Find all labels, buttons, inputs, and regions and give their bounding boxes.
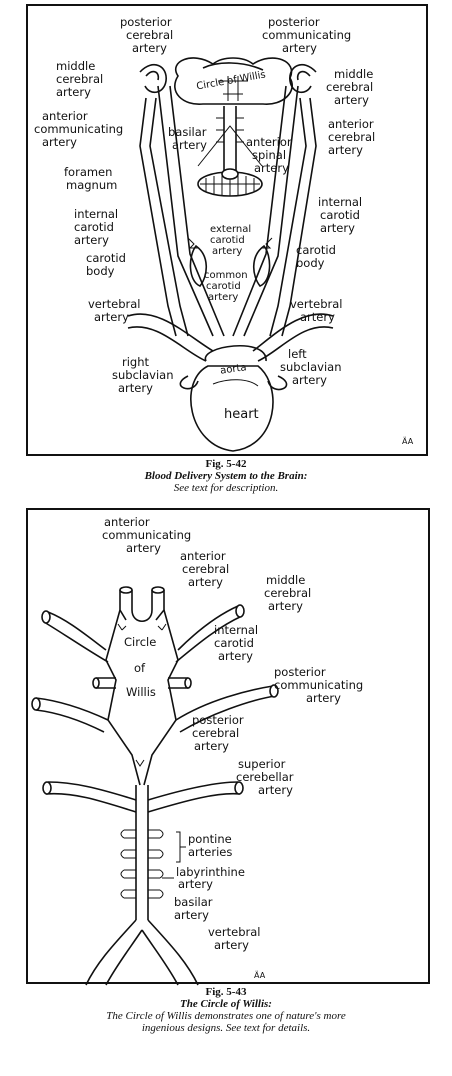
figure-number-2: Fig. 5-43: [205, 986, 247, 998]
label-anterior-communicating-artery-2: anterior communicating artery: [102, 515, 195, 555]
label-labyrinthine-artery: labyrinthine artery: [176, 865, 249, 891]
label-middle-cerebral-artery-right: middle cerebral artery: [326, 67, 377, 107]
figure-5-43-panel: anterior communicating artery anterior c…: [26, 508, 430, 986]
label-superior-cerebellar-artery: superior cerebellar artery: [236, 757, 297, 797]
blood-delivery-diagram: posterior cerebral artery posterior comm…: [34, 15, 414, 452]
label-vertebral-artery-left: vertebral artery: [88, 297, 144, 324]
label-heart: heart: [224, 407, 259, 422]
label-posterior-communicating-artery: posterior communicating artery: [262, 15, 355, 55]
circle-of-willis-graphic: [139, 57, 317, 105]
label-circle-of-willis: Circle of Willis: [196, 69, 267, 92]
label-aorta: aorta: [220, 362, 248, 377]
artist-signature: ÄA: [402, 436, 414, 446]
label-internal-carotid-artery-2: internal carotid artery: [214, 623, 262, 663]
label-anterior-cerebral-artery: anterior cerebral artery: [328, 117, 379, 157]
figure-title-2: The Circle of Willis:: [180, 998, 272, 1010]
circle-of-willis-diagram: anterior communicating artery anterior c…: [31, 515, 367, 986]
label-vertebral-artery-right: vertebral artery: [290, 297, 346, 324]
label-middle-cerebral-artery-left: middle cerebral artery: [56, 59, 107, 99]
label-common-carotid-artery: common carotid artery: [204, 270, 251, 303]
label-posterior-communicating-artery-2: posterior communicating artery: [274, 665, 367, 705]
label-posterior-cerebral-artery: posterior cerebral artery: [120, 15, 177, 55]
circle-of-willis-vessels: [31, 586, 279, 986]
aorta-heart-graphic: [127, 313, 334, 452]
label-middle-cerebral-artery-2: middle cerebral artery: [264, 573, 315, 613]
label-carotid-body-right: carotid body: [296, 243, 340, 270]
label-circle-of-willis-2: Circle of Willis: [124, 635, 160, 699]
label-right-subclavian-artery: right subclavian artery: [112, 355, 177, 395]
label-foramen-magnum: foramen magnum: [64, 165, 117, 192]
foramen-magnum-graphic: [197, 168, 263, 197]
artist-signature-2: ÄA: [254, 970, 266, 980]
label-carotid-body-left: carotid body: [86, 251, 130, 278]
label-anterior-cerebral-artery-2: anterior cerebral artery: [180, 549, 233, 589]
label-vertebral-artery-2: vertebral artery: [208, 925, 264, 952]
label-left-subclavian-artery: left subclavian artery: [280, 347, 345, 387]
label-basilar-artery: basilar artery: [168, 125, 210, 152]
label-internal-carotid-artery-left: internal carotid artery: [74, 207, 122, 247]
label-external-carotid-artery: external carotid artery: [210, 224, 254, 257]
carotid-vertebral-graphic: [139, 85, 317, 337]
label-anterior-spinal-artery: anterior spinal artery: [246, 135, 295, 175]
label-posterior-cerebral-artery-2: posterior cerebral artery: [192, 713, 247, 753]
pontine-bracket: [176, 831, 186, 863]
label-anterior-communicating-artery: anterior communicating artery: [34, 109, 127, 149]
figure-5-43-caption: Fig. 5-43 The Circle of Willis: The Circ…: [0, 986, 452, 1034]
label-basilar-artery-2: basilar artery: [174, 895, 216, 922]
figure-number: Fig. 5-42: [205, 458, 247, 470]
figure-5-42-panel: posterior cerebral artery posterior comm…: [26, 4, 428, 456]
figure-subtitle-2b: ingenious designs. See text for details.: [141, 1022, 311, 1034]
figure-title: Blood Delivery System to the Brain:: [144, 470, 308, 482]
label-pontine-arteries: pontine arteries: [188, 832, 235, 859]
figure-5-42-caption: Fig. 5-42 Blood Delivery System to the B…: [0, 458, 452, 494]
basilar-artery-graphic: [197, 106, 263, 176]
label-internal-carotid-artery-right: internal carotid artery: [318, 195, 366, 235]
figure-subtitle-2a: The Circle of Willis demonstrates one of…: [106, 1010, 346, 1022]
figure-subtitle: See text for description.: [173, 482, 279, 494]
